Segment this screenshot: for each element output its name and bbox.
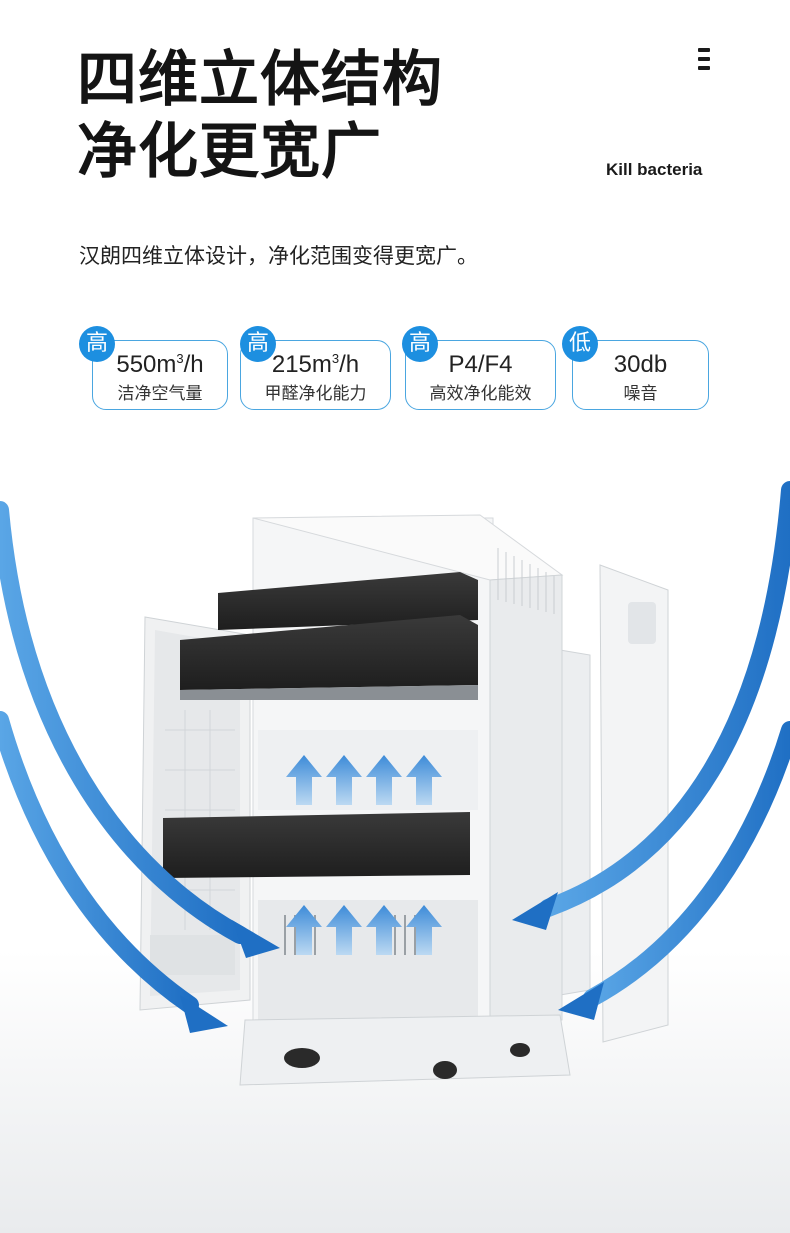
feature-badge: 高: [402, 326, 438, 362]
feature-value: 550m3/h: [116, 351, 204, 378]
filter-top: [180, 572, 478, 700]
page-title: 四维立体结构 净化更宽广: [77, 44, 443, 188]
filter-middle: [163, 812, 470, 878]
feature-card-airflow: 550m3/h 洁净空气量: [92, 340, 228, 410]
feature-value: 215m3/h: [271, 351, 360, 378]
left-door-panel: [139, 616, 251, 1011]
air-purifier-illustration: [0, 481, 790, 1233]
right-door-panel: [559, 564, 669, 1043]
airflow-up-arrows: [286, 755, 442, 955]
feature-label: 甲醛净化能力: [264, 384, 367, 404]
feature-card-efficiency: P4/F4 高效净化能效: [405, 340, 556, 410]
feature-value: 30db: [613, 351, 668, 378]
feature-label: 洁净空气量: [117, 384, 203, 404]
airflow-arrowheads: [180, 892, 604, 1033]
tagline: Kill bacteria: [606, 160, 703, 179]
feature-value: P4/F4: [448, 351, 513, 378]
feature-label: 噪音: [623, 384, 658, 404]
feature-label: 高效净化能效: [429, 384, 532, 404]
airflow-side-arrows: [0, 481, 790, 1014]
title-line-1: 四维立体结构: [77, 45, 443, 115]
description: 汉朗四维立体设计，净化范围变得更宽广。: [79, 244, 478, 268]
feature-badge: 高: [240, 326, 276, 362]
feature-badge: 高: [79, 326, 115, 362]
feature-badge: 低: [562, 326, 598, 362]
title-line-2: 净化更宽广: [77, 117, 382, 187]
menu-icon[interactable]: [698, 48, 710, 78]
